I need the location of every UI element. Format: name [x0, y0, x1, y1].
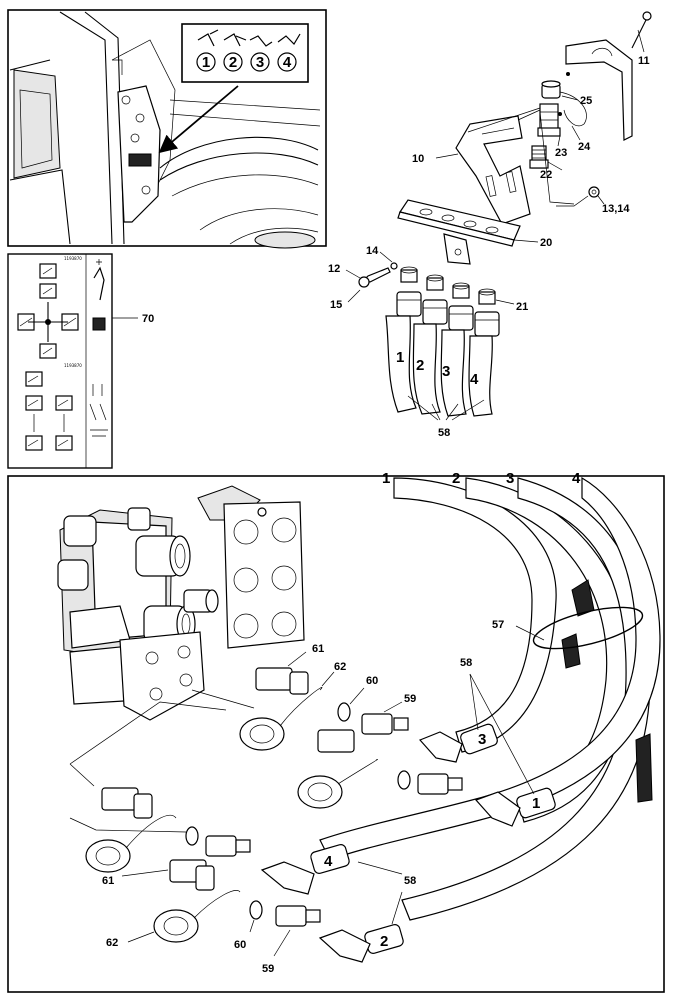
- hose-4-number-bottom: 4: [324, 853, 333, 870]
- tape-marker-3: [635, 733, 653, 803]
- hose-4-number-top: 4: [470, 371, 479, 388]
- callout-15: 15: [330, 299, 342, 311]
- elbow-fittings: [260, 731, 521, 963]
- joystick-cross-icon: [28, 302, 68, 342]
- callout-60-a: 60: [366, 675, 378, 687]
- function-1-number: 1: [202, 54, 210, 71]
- adapters-59: [205, 713, 463, 927]
- fitting-22: [529, 145, 549, 169]
- callout-23: 23: [555, 147, 567, 159]
- washer-14: [390, 262, 398, 270]
- function-2-circle: [223, 52, 243, 72]
- callout-11: 11: [638, 55, 650, 67]
- function-2-number: 2: [229, 54, 237, 71]
- nut-13-14: [588, 186, 600, 198]
- cable-tie-57: [532, 606, 644, 650]
- callout-60-b: 60: [234, 939, 246, 951]
- callout-12: 12: [328, 263, 340, 275]
- crimp-4: [310, 844, 350, 874]
- dust-cap-25: [541, 80, 587, 127]
- callout-13-14: 13,14: [602, 203, 630, 215]
- hose-1-number-bottom: 1: [532, 795, 540, 812]
- callout-59-b: 59: [262, 963, 274, 975]
- callout-22: 22: [540, 169, 552, 181]
- hose-1-header: 1: [382, 470, 390, 487]
- decal-code-top: 1193870: [64, 256, 82, 261]
- callout-20: 20: [540, 237, 552, 249]
- function-3-number: 3: [256, 54, 264, 71]
- hose-3-number-bottom: 3: [478, 731, 486, 748]
- hose-2-number-bottom: 2: [380, 933, 388, 950]
- bolt-12-15: [358, 267, 391, 288]
- callout-58-top: 58: [438, 427, 450, 439]
- cab-inset: 1 2 3 4: [7, 9, 327, 249]
- decal-code-middle: 1193870: [64, 363, 82, 368]
- callout-25: 25: [580, 95, 592, 107]
- callout-58-b: 58: [404, 875, 416, 887]
- function-1-circle: [196, 52, 216, 72]
- hydraulic-function-4-icon: [277, 33, 301, 45]
- bracket-assembly: 11 25 24 23 22: [328, 11, 652, 439]
- callout-10: 10: [412, 153, 424, 165]
- function-4-number: 4: [283, 54, 292, 71]
- callout-21: 21: [516, 301, 528, 313]
- hose-2-header: 2: [452, 470, 460, 487]
- hose-1-number-top: 1: [396, 349, 404, 366]
- hydraulic-function-2-icon: [223, 33, 247, 47]
- callout-70: 70: [142, 313, 154, 325]
- couplers-61: [101, 667, 355, 891]
- hose-3-number-top: 3: [442, 363, 450, 380]
- callout-62-a: 62: [334, 661, 346, 673]
- decal-frame: [7, 253, 113, 469]
- callout-57: 57: [492, 619, 504, 631]
- decal-location: [128, 153, 152, 167]
- callout-62-b: 62: [106, 937, 118, 949]
- location-arrow: [158, 85, 239, 154]
- valve-assembly: 1 2 3 4 57 3 1 4 2 58: [7, 470, 665, 993]
- bracket-10: [455, 115, 531, 225]
- callout-61-b: 61: [102, 875, 114, 887]
- hose-2-number-top: 2: [416, 357, 424, 374]
- crimp-3: [460, 723, 498, 755]
- valve-block: [57, 485, 305, 721]
- callout-61-a: 61: [312, 643, 324, 655]
- callout-14: 14: [366, 245, 379, 257]
- hydraulic-function-3-icon: [249, 35, 273, 47]
- dust-caps-62: [85, 687, 378, 943]
- pillar-bracket: [565, 39, 633, 141]
- function-3-circle: [250, 52, 270, 72]
- tape-marker-2: [561, 633, 581, 669]
- manifold-plate-20: [397, 199, 521, 265]
- coupler-23: [537, 103, 561, 137]
- joystick-icon: [92, 259, 106, 331]
- callout-58-a: 58: [460, 657, 472, 669]
- decal-70: 1193870 1193870 70: [7, 253, 154, 469]
- seals-60: [185, 702, 411, 920]
- function-4-circle: [277, 52, 297, 72]
- hose-4-header: 4: [572, 470, 581, 487]
- hoses-top: [385, 315, 493, 417]
- callout-24: 24: [578, 141, 591, 153]
- nuts-21: [400, 266, 496, 305]
- hose-3-header: 3: [506, 470, 514, 487]
- hydraulic-function-1-icon: [197, 29, 219, 47]
- callout-59-a: 59: [404, 693, 416, 705]
